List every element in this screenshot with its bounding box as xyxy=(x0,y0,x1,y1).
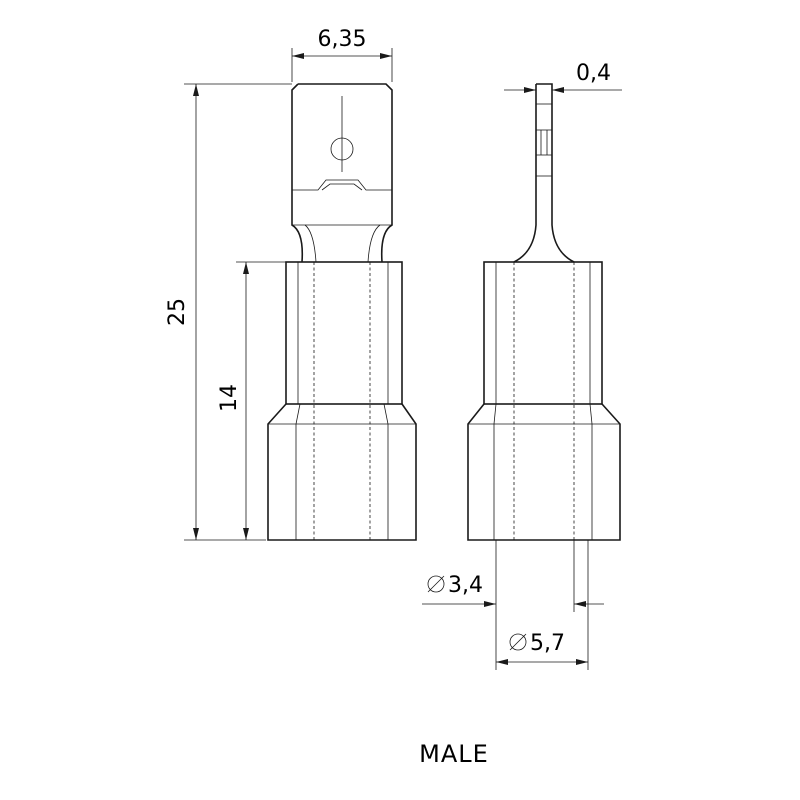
dim-sleeve-length: 14 xyxy=(217,261,286,540)
dim-total-length: 25 xyxy=(165,83,292,541)
side-flare-inner xyxy=(493,403,593,540)
front-view xyxy=(267,83,417,541)
front-sleeve-flare xyxy=(267,403,417,541)
dim-inner-diameter: 3,4 xyxy=(422,540,604,612)
front-detent-profile xyxy=(292,179,392,191)
front-detent-inner xyxy=(321,183,363,191)
side-sleeve-upper xyxy=(483,261,603,405)
side-blade-inner xyxy=(540,130,548,155)
dim-tab-thickness-label: 0,4 xyxy=(576,61,611,86)
dim-sleeve-length-label: 14 xyxy=(217,384,242,412)
front-neck-inner xyxy=(304,224,381,263)
drawing-title: MALE xyxy=(419,740,489,768)
side-blade-outline xyxy=(513,83,575,263)
front-flare-inner xyxy=(295,403,389,540)
diameter-icon xyxy=(427,575,445,593)
dim-total-length-label: 25 xyxy=(165,298,190,326)
dim-outer-diameter: 5,7 xyxy=(495,540,589,670)
dim-outer-diameter-label: 5,7 xyxy=(530,631,565,656)
dim-inner-diameter-label: 3,4 xyxy=(448,573,483,598)
dim-tab-width-label: 6,35 xyxy=(318,27,367,52)
dim-tab-thickness: 0,4 xyxy=(504,61,622,93)
side-sleeve-flare xyxy=(467,403,621,541)
front-dimple-hole xyxy=(330,137,354,161)
diameter-icon xyxy=(509,633,527,651)
front-sleeve-upper xyxy=(285,261,403,405)
side-view xyxy=(467,83,621,541)
dim-tab-width: 6,35 xyxy=(291,27,393,82)
